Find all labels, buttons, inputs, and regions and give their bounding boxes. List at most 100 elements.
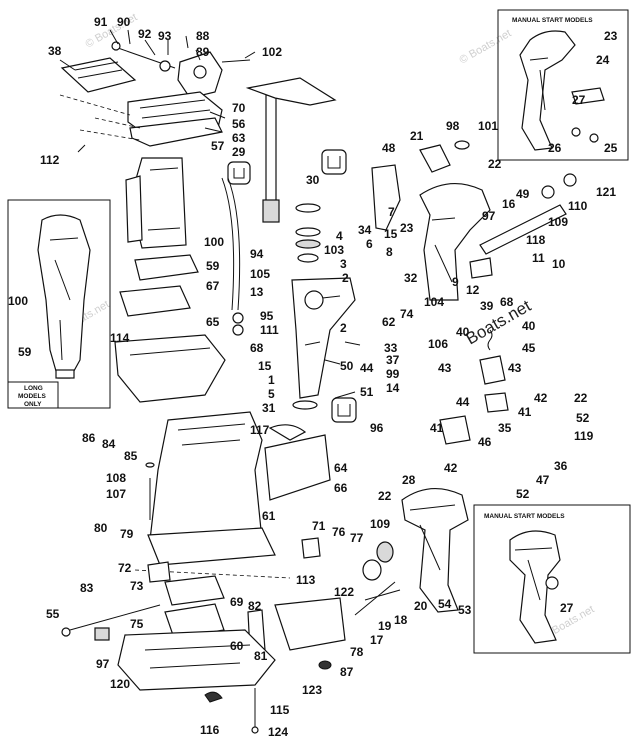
- callout-104: 104: [424, 295, 444, 309]
- callout-25: 25: [604, 141, 618, 155]
- part-65-oil-pan: [114, 334, 226, 403]
- callout-94: 94: [250, 247, 264, 261]
- inset-long-line-2: MODELS: [18, 393, 46, 400]
- callout-56: 56: [232, 117, 246, 131]
- callout-88: 88: [196, 29, 210, 43]
- callout-107: 107: [106, 487, 126, 501]
- callout-105: 105: [250, 267, 270, 281]
- callout-124: 124: [268, 725, 288, 739]
- callout-52-right: 52: [576, 411, 590, 425]
- callout-76: 76: [332, 525, 346, 539]
- callout-83: 83: [80, 581, 94, 595]
- callout-23-main: 23: [400, 221, 414, 235]
- callout-48: 48: [382, 141, 396, 155]
- callout-19: 19: [378, 619, 392, 633]
- callout-21: 21: [410, 129, 424, 143]
- callout-4: 4: [336, 229, 343, 243]
- callout-45: 45: [522, 341, 536, 355]
- callout-2-mid: 2: [340, 321, 347, 335]
- callout-3: 3: [340, 257, 347, 271]
- callout-63: 63: [232, 131, 246, 145]
- callout-7: 7: [388, 205, 395, 219]
- callout-111: 111: [260, 323, 279, 337]
- callout-22-top: 22: [488, 157, 502, 171]
- callout-102: 102: [262, 45, 282, 59]
- callout-91: 91: [94, 15, 108, 29]
- callout-36: 36: [554, 459, 568, 473]
- callout-90: 90: [117, 15, 131, 29]
- callout-103: 103: [324, 243, 344, 257]
- callout-95: 95: [260, 309, 274, 323]
- part-61-midsection: [149, 411, 263, 547]
- callout-6: 6: [366, 237, 373, 251]
- callout-44-top: 44: [360, 361, 374, 375]
- callout-75: 75: [130, 617, 144, 631]
- callout-77: 77: [350, 531, 364, 545]
- callout-92: 92: [138, 27, 152, 41]
- callout-34: 34: [358, 223, 372, 237]
- callout-31: 31: [262, 401, 276, 415]
- callout-64: 64: [334, 461, 348, 475]
- inset-title-manual-start-bottom: MANUAL START MODELS: [484, 513, 565, 520]
- callout-42-mid: 42: [444, 461, 458, 475]
- callout-87: 87: [340, 665, 354, 679]
- inset-long-models: LONG MODELS ONLY: [7, 199, 111, 409]
- callout-122: 122: [334, 585, 354, 599]
- callout-68-right: 68: [500, 295, 514, 309]
- callout-15-top: 15: [384, 227, 398, 241]
- callout-49: 49: [516, 187, 530, 201]
- callout-66: 66: [334, 481, 348, 495]
- callout-38: 38: [48, 44, 62, 58]
- callout-93: 93: [158, 29, 172, 43]
- callout-120: 120: [110, 677, 130, 691]
- part-29-shaft: [265, 94, 277, 216]
- callout-43-right: 43: [508, 361, 522, 375]
- callout-89: 89: [196, 45, 210, 59]
- callout-73: 73: [130, 579, 144, 593]
- callout-81: 81: [254, 649, 268, 663]
- callout-43-left: 43: [438, 361, 452, 375]
- callout-18: 18: [394, 613, 408, 627]
- callout-40-left: 40: [456, 325, 470, 339]
- callout-97-top: 97: [482, 209, 496, 223]
- inset-manual-start-bottom: MANUAL START MODELS: [473, 504, 631, 654]
- callout-118: 118: [526, 233, 546, 247]
- callout-86: 86: [82, 431, 96, 445]
- callout-55: 55: [46, 607, 60, 621]
- callout-41-right: 41: [518, 405, 532, 419]
- callout-8: 8: [386, 245, 393, 259]
- callout-109-top: 109: [548, 215, 568, 229]
- callout-79: 79: [120, 527, 134, 541]
- callout-14: 14: [386, 381, 400, 395]
- callout-50: 50: [340, 359, 354, 373]
- callout-74: 74: [400, 307, 414, 321]
- callout-61: 61: [262, 509, 276, 523]
- callout-84: 84: [102, 437, 116, 451]
- callout-40-right: 40: [522, 319, 536, 333]
- callout-52-bottom: 52: [516, 487, 530, 501]
- part-38-plate: [60, 57, 137, 93]
- callout-29: 29: [232, 145, 246, 159]
- part-23-stern-bracket: [419, 182, 491, 301]
- callout-82: 82: [248, 599, 262, 613]
- callout-30: 30: [306, 173, 320, 187]
- callout-115: 115: [270, 703, 290, 717]
- callout-85: 85: [124, 449, 138, 463]
- callout-112: 112: [40, 153, 60, 167]
- callout-37: 37: [386, 353, 400, 367]
- callout-33: 33: [384, 341, 398, 355]
- callout-42-right: 42: [534, 391, 548, 405]
- callout-39: 39: [480, 299, 494, 313]
- callout-51: 51: [360, 385, 374, 399]
- callout-72: 72: [118, 561, 132, 575]
- callout-27-inset-top: 27: [572, 93, 586, 107]
- callout-9: 9: [452, 275, 459, 289]
- callout-28: 28: [402, 473, 416, 487]
- callout-23-inset-top: 23: [604, 29, 618, 43]
- callout-15-mid: 15: [258, 359, 272, 373]
- callout-22-bottom: 22: [378, 489, 392, 503]
- inset-manual-start-top: MANUAL START MODELS: [497, 9, 629, 161]
- callout-99: 99: [386, 367, 400, 381]
- callout-65: 65: [206, 315, 220, 329]
